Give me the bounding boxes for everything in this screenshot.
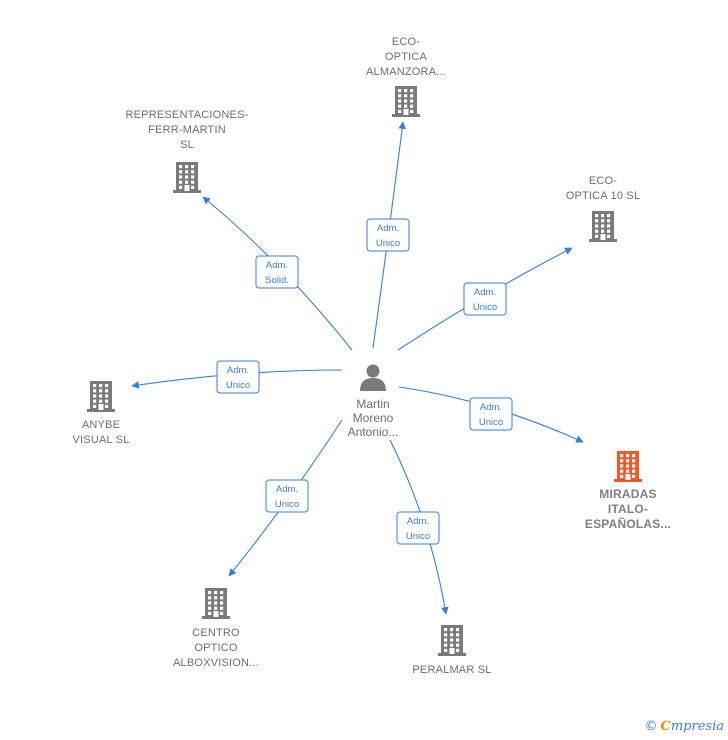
edge-label-box [469, 397, 513, 431]
edge-label-text: Adm. [407, 516, 429, 527]
edges-layer: Adm.UnicoAdm.Solid.Adm.UnicoAdm.UnicoAdm… [131, 121, 584, 615]
edge-eco_optica10: Adm. Unico [397, 247, 573, 351]
edge-label-eco_almanzora[interactable]: Adm. Unico [366, 218, 410, 252]
edge-peralmar: Adm. Unico [389, 439, 449, 615]
company-name-line: FERR-MARTIN [148, 124, 226, 136]
edge-eco_almanzora: Adm. Unico [366, 121, 410, 349]
edge-label-box [396, 511, 440, 545]
copyright-symbol: © [644, 719, 658, 734]
building-icon[interactable] [173, 162, 201, 193]
edge-label-eco_optica10[interactable]: Adm. Unico [463, 282, 507, 316]
edge-label-text: Unico [479, 417, 503, 428]
edge-label-box [463, 282, 507, 316]
company-name-line: ALMANZORA... [366, 66, 446, 78]
brand-initial: C [660, 719, 671, 734]
company-node-miradas[interactable]: MIRADASITALO-ESPAÑOLAS... [585, 451, 671, 531]
edge-label-box [255, 255, 299, 289]
building-icon[interactable] [614, 451, 642, 482]
company-name-line: MIRADAS [599, 487, 656, 501]
company-name-line: SL [180, 139, 194, 151]
edge-label-anybe[interactable]: Adm. Unico [216, 360, 260, 394]
edge-label-text: Unico [473, 302, 497, 313]
company-name-line: ITALO- [608, 502, 648, 516]
building-icon[interactable] [392, 86, 420, 117]
company-name-line: REPRESENTACIONES- [126, 109, 249, 121]
edge-label-text: Unico [376, 238, 400, 249]
edge-label-box [216, 360, 260, 394]
edge-label-box [366, 218, 410, 252]
company-node-anybe[interactable]: ANYBE VISUAL SL [72, 381, 129, 446]
company-name-line: OPTICA 10 SL [566, 190, 641, 202]
company-name-line: ANYBE [82, 419, 120, 431]
edge-centro: Adm. Unico [228, 419, 343, 577]
company-node-peralmar[interactable]: PERALMAR SL [412, 625, 491, 676]
edge-label-box [265, 479, 309, 513]
company-name-line: VISUAL SL [72, 434, 129, 446]
company-name-line: OPTICO [194, 642, 238, 654]
building-icon[interactable] [589, 211, 617, 242]
edge-label-miradas[interactable]: Adm. Unico [469, 397, 513, 431]
person-icon[interactable] [360, 364, 386, 392]
footer-brand: ©Cmpresia [645, 719, 725, 734]
company-node-eco_optica10[interactable]: ECO- OPTICA 10 SL [566, 175, 641, 242]
building-icon[interactable] [87, 381, 115, 412]
edge-label-text: Unico [275, 499, 299, 510]
building-icon[interactable] [202, 588, 230, 619]
edge-label-text: Solid. [265, 275, 289, 286]
person-name-line: Moreno [353, 411, 394, 425]
edge-label-text: Unico [226, 380, 250, 391]
edge-anybe: Adm. Unico [131, 360, 343, 394]
company-name-line: PERALMAR SL [412, 664, 491, 676]
brand-name: mpresia [670, 719, 724, 734]
company-node-representaciones[interactable]: REPRESENTACIONES- FERR-MARTIN SL [126, 109, 249, 193]
company-name-line: OPTICA [385, 51, 428, 63]
edge-representaciones: Adm. Solid. [202, 196, 353, 351]
company-name-line: CENTRO [192, 627, 240, 639]
person-name-line: Antonio... [348, 425, 399, 439]
company-name-line: ALBOXVISION... [173, 657, 259, 669]
edge-label-text: Adm. [474, 287, 496, 298]
company-node-centro[interactable]: CENTRO OPTICO ALBOXVISION... [173, 588, 259, 669]
edge-label-peralmar[interactable]: Adm. Unico [396, 511, 440, 545]
edge-label-text: Unico [406, 531, 430, 542]
person-name-line: Martin [356, 397, 389, 411]
company-name-line: ESPAÑOLAS... [585, 516, 671, 531]
edge-label-text: Adm. [227, 365, 249, 376]
building-icon[interactable] [438, 625, 466, 656]
edge-miradas: Adm. Unico [398, 386, 584, 443]
company-name-line: ECO- [392, 36, 420, 48]
edge-label-text: Adm. [276, 484, 298, 495]
edge-label-centro[interactable]: Adm. Unico [265, 479, 309, 513]
company-node-eco_almanzora[interactable]: ECO- OPTICA ALMANZORA... [366, 36, 446, 117]
edge-label-text: Adm. [266, 260, 288, 271]
edge-label-text: Adm. [377, 223, 399, 234]
edge-label-representaciones[interactable]: Adm. Solid. [255, 255, 299, 289]
edge-label-text: Adm. [480, 402, 502, 413]
company-name-line: ECO- [589, 175, 617, 187]
